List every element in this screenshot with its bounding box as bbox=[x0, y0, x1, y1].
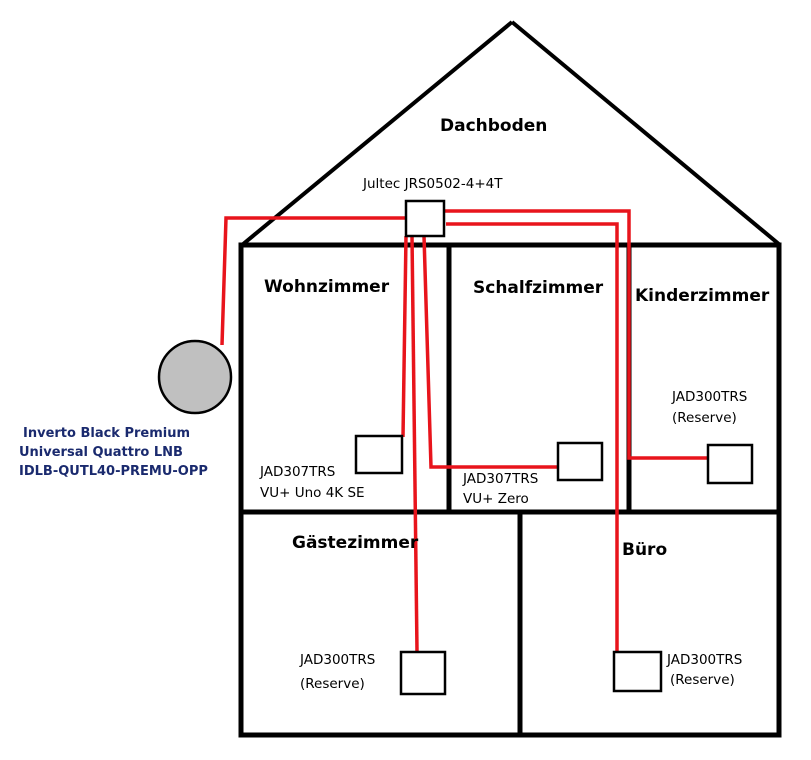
lnb-label-line3: IDLB-QUTL40-PREMU-OPP bbox=[19, 464, 208, 479]
cable-schlafzimmer bbox=[422, 235, 558, 469]
room-title-gaestezimmer: Gästezimmer bbox=[292, 533, 419, 553]
multiswitch-box bbox=[404, 199, 446, 238]
socket-kinderzimmer: JAD300TRS (Reserve) bbox=[671, 389, 754, 485]
socket-gaestezimmer: JAD300TRS (Reserve) bbox=[299, 650, 447, 696]
socket-box bbox=[354, 434, 404, 475]
socket-wohnzimmer: JAD307TRS VU+ Uno 4K SE bbox=[259, 434, 404, 501]
cables bbox=[220, 209, 708, 652]
cable-lnb bbox=[220, 216, 406, 346]
lnb-label-line2: Universal Quattro LNB bbox=[19, 445, 183, 460]
socket-box bbox=[612, 650, 663, 693]
room-title-dachboden: Dachboden bbox=[440, 116, 547, 136]
roof-left-slope bbox=[240, 20, 514, 247]
socket-schlafzimmer: JAD307TRS VU+ Zero bbox=[462, 441, 604, 507]
socket-model: JAD307TRS bbox=[259, 464, 335, 480]
lnb-label-line1: Inverto Black Premium bbox=[23, 426, 190, 441]
socket-model: JAD300TRS bbox=[671, 389, 747, 405]
cable-wohnzimmer bbox=[401, 235, 408, 438]
socket-box bbox=[556, 441, 604, 482]
socket-box bbox=[399, 650, 447, 696]
roof-right-slope bbox=[510, 20, 782, 247]
room-title-schlafzimmer: Schalfzimmer bbox=[473, 278, 604, 298]
socket-box bbox=[706, 443, 754, 485]
cable-kinderzimmer bbox=[444, 209, 708, 460]
socket-device: (Reserve) bbox=[670, 672, 735, 688]
socket-model: JAD300TRS bbox=[299, 652, 375, 668]
room-title-wohnzimmer: Wohnzimmer bbox=[264, 277, 390, 297]
socket-device: (Reserve) bbox=[300, 676, 365, 692]
cable-buero bbox=[446, 222, 619, 651]
multiswitch-label: Jultec JRS0502-4+4T bbox=[362, 176, 503, 192]
lnb-dish bbox=[157, 339, 233, 415]
cable-gaestezimmer bbox=[410, 235, 419, 652]
socket-model: JAD307TRS bbox=[462, 471, 538, 487]
roof bbox=[240, 20, 782, 247]
socket-device: VU+ Uno 4K SE bbox=[260, 485, 365, 501]
socket-device: VU+ Zero bbox=[463, 491, 529, 507]
socket-model: JAD300TRS bbox=[666, 652, 742, 668]
house-outline bbox=[238, 242, 782, 738]
room-title-buero: Büro bbox=[622, 540, 667, 560]
room-title-kinderzimmer: Kinderzimmer bbox=[635, 286, 770, 306]
socket-device: (Reserve) bbox=[672, 410, 737, 426]
socket-buero: JAD300TRS (Reserve) bbox=[612, 650, 742, 693]
